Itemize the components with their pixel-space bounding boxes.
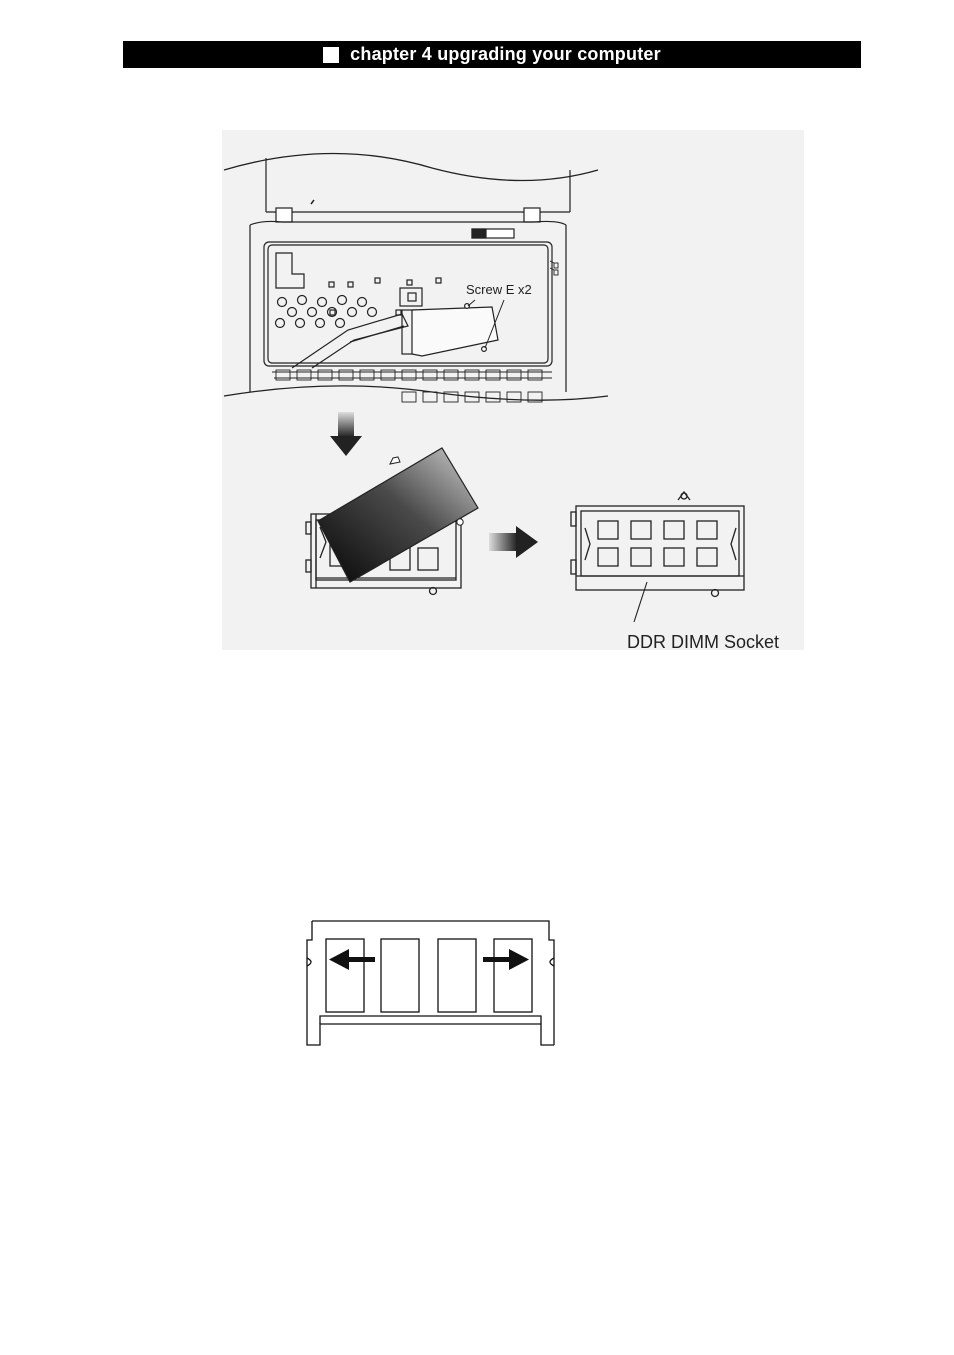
memory-removal-illustration: Screw E x2 <box>222 130 804 650</box>
memory-module-icon <box>317 447 479 583</box>
keyboard-key <box>359 369 375 381</box>
keyboard-key <box>443 369 459 381</box>
keyboard-key <box>422 369 438 381</box>
socket-label: DDR DIMM Socket <box>627 632 779 650</box>
keyboard-key <box>338 369 354 381</box>
keyboard-key <box>422 391 438 403</box>
chapter-header: chapter 4 upgrading your computer <box>123 41 861 68</box>
keyboard-keys <box>275 369 543 403</box>
keyboard-key <box>401 369 417 381</box>
keyboard-key <box>380 369 396 381</box>
keyboard-key <box>317 369 333 381</box>
right-arrow-icon <box>489 526 538 558</box>
latch-right-arrow-icon <box>483 949 529 970</box>
down-arrow-icon <box>330 412 362 456</box>
keyboard-key <box>443 391 459 403</box>
socket-latch-release-illustration <box>306 920 555 1046</box>
keyboard-key <box>296 369 312 381</box>
keyboard-key <box>275 369 291 381</box>
keyboard-key <box>485 391 501 403</box>
keyboard-key <box>464 369 480 381</box>
keyboard-key <box>506 369 522 381</box>
ddr-dimm-socket <box>570 490 745 623</box>
header-bullet-icon <box>323 46 340 63</box>
keyboard-key <box>527 369 543 381</box>
chapter-title: chapter 4 upgrading your computer <box>350 44 661 64</box>
screw-label: Screw E x2 <box>466 282 532 297</box>
keyboard-key <box>401 391 417 403</box>
laptop-base <box>223 152 609 401</box>
keyboard-key <box>485 369 501 381</box>
keyboard-key <box>464 391 480 403</box>
keyboard-key <box>506 391 522 403</box>
latch-left-arrow-icon <box>329 949 375 970</box>
keyboard-key <box>527 391 543 403</box>
